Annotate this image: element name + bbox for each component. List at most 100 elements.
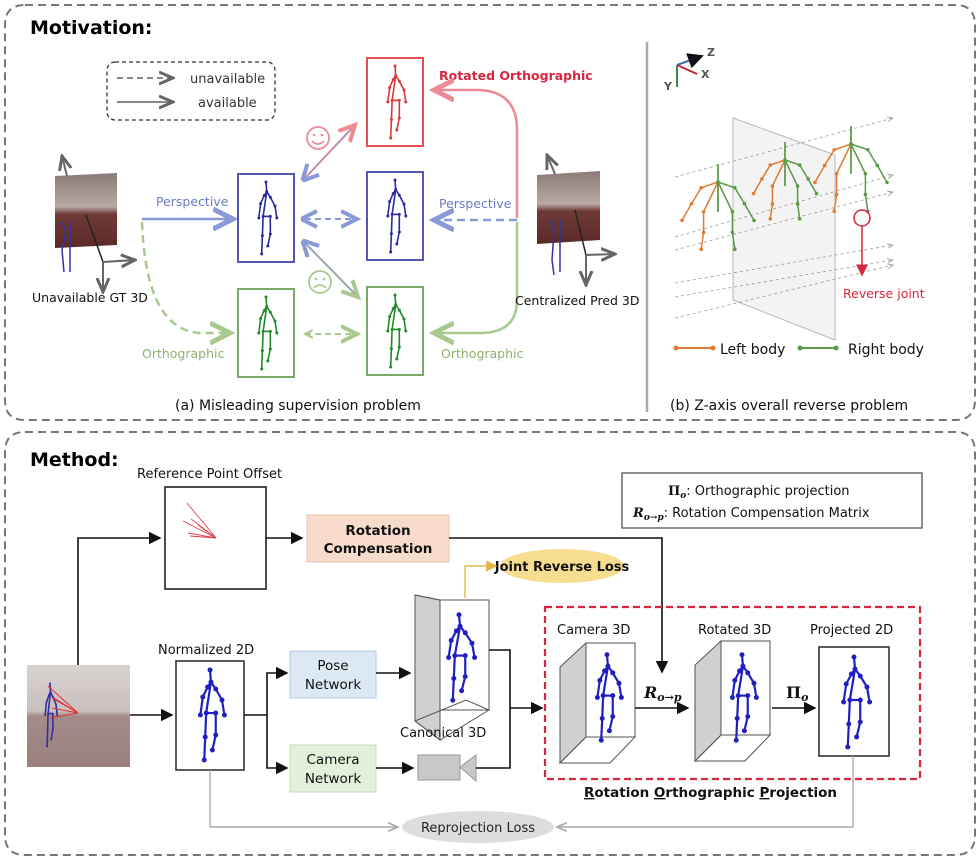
skeleton-joint: [618, 695, 624, 700]
box-rotated-3d: [693, 639, 772, 763]
label-orthographic-left: Orthographic: [142, 346, 225, 361]
skeleton-bone: [451, 678, 455, 701]
skeleton-joint: [45, 701, 48, 704]
label-rop: Rotation Orthographic Projection: [584, 785, 837, 801]
smiley-sad-icon: [308, 270, 332, 294]
box-canonical-3d: [414, 594, 491, 742]
svg-text:Z: Z: [707, 46, 715, 59]
skeleton-joint: [46, 729, 49, 732]
legend-unavailable: unavailable: [190, 72, 265, 87]
flow-canonical-camera-merge: [476, 649, 511, 769]
reverse-skeleton-bone: [850, 143, 867, 175]
reverse-skeleton-joint: [768, 217, 773, 221]
skeleton-bone: [847, 699, 851, 725]
skeleton-joint: [397, 98, 401, 102]
skeleton-joint: [51, 695, 54, 698]
skeleton-bone: [396, 117, 401, 131]
skeleton-bone: [199, 696, 204, 716]
reverse-skeleton-bone: [833, 194, 838, 212]
skeleton-joint: [459, 688, 465, 694]
box-orthographic-right: [366, 286, 424, 376]
flow-canonical-to-jrl: [464, 560, 498, 598]
skeleton-bone: [260, 235, 264, 255]
reverse-skeleton-bone: [761, 164, 771, 180]
reverse-skeleton-joint: [752, 218, 756, 223]
skeleton-bone: [398, 309, 405, 320]
reverse-skeleton-bone: [864, 194, 869, 212]
reprojection-loss: [402, 811, 554, 843]
skeleton-bone: [265, 181, 268, 192]
reverse-skeleton-joint: [885, 180, 889, 185]
camera-network-label-1: Camera: [307, 752, 360, 768]
reverse-skeleton-joint: [680, 218, 684, 223]
reverse-skeleton-joint: [770, 184, 775, 188]
method-title: Method:: [30, 449, 119, 471]
skeleton-bone: [389, 119, 393, 139]
skeleton-bone: [394, 294, 397, 305]
reverse-skeleton-bone: [784, 159, 800, 166]
skeleton-green-right: [386, 293, 408, 369]
skeleton-bone: [55, 704, 58, 716]
label-rotation-1: Rotation: [345, 523, 410, 539]
skeleton-joint: [857, 673, 863, 679]
reverse-skeleton-joint: [832, 147, 836, 152]
skeleton-joint: [259, 202, 263, 206]
skeleton-bone: [44, 702, 48, 716]
skeleton-bone: [274, 320, 278, 334]
reverse-skeleton-bone: [734, 187, 746, 204]
skeleton-joint: [462, 630, 468, 636]
reverse-skeleton-bone: [752, 178, 763, 194]
skeleton-joint: [268, 347, 272, 351]
arrow-label-r: Ro→p: [643, 683, 682, 704]
label-rotation-2: Compensation: [324, 541, 433, 557]
skeleton-joint: [56, 714, 59, 716]
skeleton-bone: [390, 214, 393, 234]
skeleton-bone: [211, 734, 217, 751]
reverse-skeleton-joint: [834, 171, 839, 176]
gt-photo: [55, 156, 135, 292]
flow-image-to-offset: [77, 531, 162, 665]
skeleton-bone: [258, 203, 262, 219]
label-canonical-3d: Canonical 3D: [400, 726, 486, 741]
reverse-skeleton-bone: [700, 232, 705, 250]
pred-photo: [537, 155, 615, 285]
skeleton-joint: [208, 679, 214, 685]
method-panel-border: [4, 431, 976, 856]
skeleton-joint: [857, 719, 863, 725]
skeleton-bone: [403, 318, 407, 332]
skeleton-joint: [49, 682, 51, 685]
skeleton-bone: [50, 728, 54, 740]
method-legend-box: [621, 472, 923, 529]
reverse-skeleton-bone: [814, 165, 826, 183]
reverse-skeleton-bone: [823, 149, 835, 166]
skeleton-joint: [732, 677, 738, 683]
reverse-skeleton-bone: [771, 159, 786, 187]
reverse-skeleton-joint: [730, 230, 735, 235]
skeleton-joint: [207, 667, 213, 673]
skeleton-joint: [51, 712, 54, 715]
skeleton-joint: [389, 365, 393, 369]
skeleton-joint: [265, 305, 269, 309]
skeleton-joint: [610, 693, 616, 699]
skeleton-joint: [221, 712, 227, 718]
skeleton-bone: [262, 306, 268, 332]
rop-box: [543, 605, 922, 781]
skeleton-bone: [265, 296, 268, 307]
skeleton-joint: [602, 668, 608, 674]
skeleton-joint: [737, 668, 743, 674]
reverse-skeleton-joint: [863, 171, 868, 176]
skeleton-joint: [257, 216, 261, 220]
skeleton-joint: [200, 694, 206, 700]
offset-vectors-icon: [182, 502, 217, 539]
skeleton-joint: [260, 252, 264, 256]
reverse-skeleton-bone: [867, 149, 879, 166]
legend-left-body: Left body: [673, 342, 785, 358]
skeleton-bone: [602, 665, 610, 696]
reverse-skeleton-joint: [813, 180, 817, 185]
skeleton-bone: [855, 721, 862, 738]
skeleton-joint: [51, 728, 54, 730]
skeleton-bone: [274, 205, 278, 219]
skeleton-bone: [261, 331, 264, 351]
skeleton-blue-left: [257, 180, 279, 256]
skeleton-bone: [398, 80, 405, 91]
